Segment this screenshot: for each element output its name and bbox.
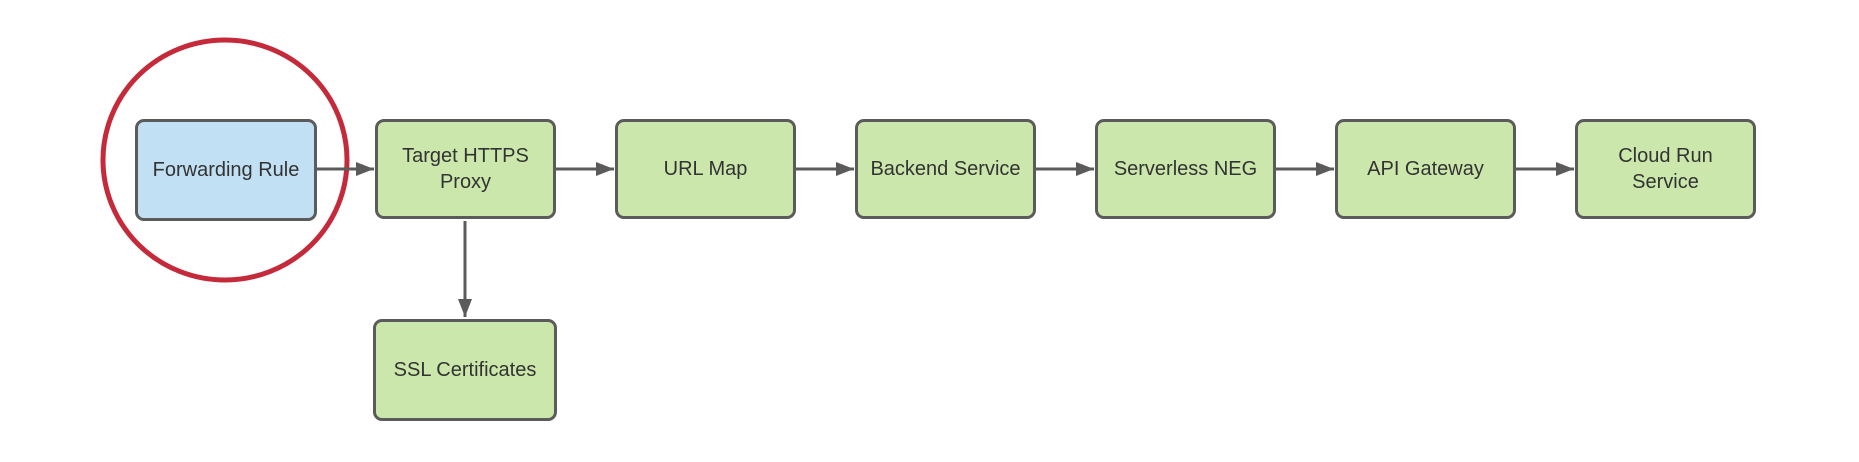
node-label: URL Map [663,158,748,180]
node-label: Backend Service [870,158,1021,180]
node-ssl-certificates[interactable]: SSL Certificates [373,319,557,421]
node-backend-service[interactable]: Backend Service [855,119,1036,219]
node-label: Target HTTPS Proxy [402,145,529,193]
node-label: Serverless NEG [1113,158,1258,180]
node-url-map[interactable]: URL Map [615,119,796,219]
node-serverless-neg[interactable]: Serverless NEG [1095,119,1276,219]
node-label: Cloud Run Service [1618,145,1713,193]
node-api-gateway[interactable]: API Gateway [1335,119,1516,219]
node-target-https-proxy[interactable]: Target HTTPS Proxy [375,119,556,219]
node-label: SSL Certificates [393,359,537,381]
node-label: API Gateway [1367,158,1484,180]
node-cloud-run-service[interactable]: Cloud Run Service [1575,119,1756,219]
node-forwarding-rule[interactable]: Forwarding Rule [135,119,317,221]
node-label: Forwarding Rule [152,159,300,181]
